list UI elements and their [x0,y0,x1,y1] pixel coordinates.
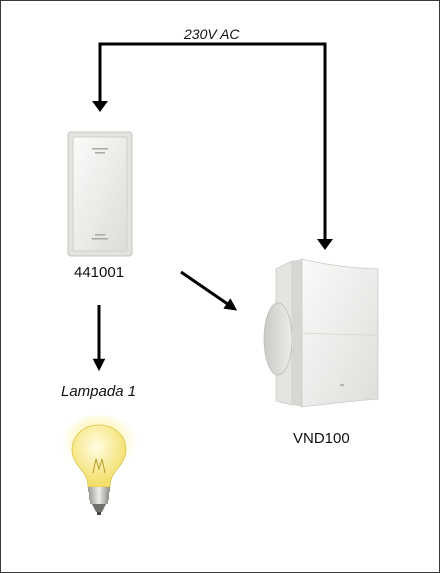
extractor-fan-icon [256,255,381,415]
light-bulb-icon [56,415,142,519]
lamp-label: Lampada 1 [61,383,137,400]
switch-to-fan-arrow [180,270,238,311]
supply-arrow-to-fan [317,239,333,250]
wall-switch-icon [67,131,133,257]
supply-wire [98,42,327,242]
fan-label: VND100 [293,430,350,447]
switch-label: 441001 [74,264,125,281]
supply-arrow-to-switch [92,101,108,112]
supply-label: 230V AC [184,26,240,42]
